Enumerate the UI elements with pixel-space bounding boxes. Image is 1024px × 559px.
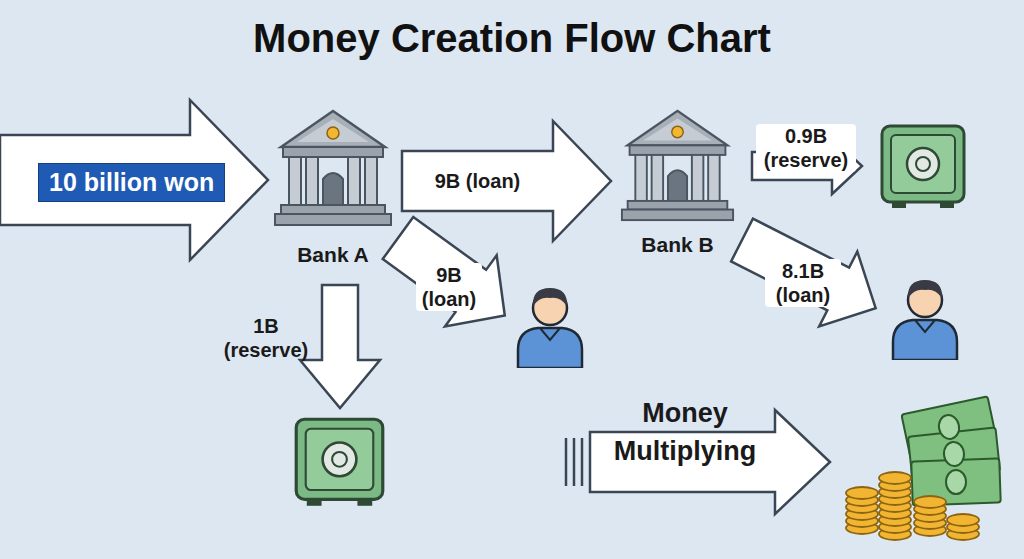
bank-node: Bank A (268, 105, 398, 267)
chart-title: Money Creation Flow Chart (0, 16, 1024, 61)
reserve-arrow (300, 285, 380, 408)
reserve-label: 0.9B (reserve) (756, 124, 856, 172)
money-pile (846, 396, 1001, 540)
bank-node: Bank B (615, 105, 740, 257)
safe-icon (882, 126, 964, 208)
bank-name: Bank B (641, 233, 713, 257)
coin (914, 496, 946, 508)
safe-icon (296, 419, 383, 506)
coin (879, 472, 911, 484)
loan-arrow (402, 121, 611, 241)
coin-stacks (846, 472, 979, 540)
person-icon (893, 280, 957, 360)
loan-arrow (372, 202, 531, 351)
bank-icon (275, 111, 391, 225)
multiplier-label: Money Multiplying (595, 394, 775, 470)
input-arrow (0, 100, 268, 260)
loan-arrow (723, 203, 895, 346)
bank-name: Bank A (297, 243, 369, 267)
person-icon (518, 288, 582, 368)
amount-box: 10 billion won (38, 163, 225, 202)
motion-lines (566, 438, 582, 486)
bank-notes (901, 396, 1000, 505)
loan-label: 9B (loan) (416, 263, 482, 311)
reserve-label: 1B (reserve) (220, 314, 312, 362)
coin (846, 487, 878, 499)
edge-label: 9B (loan) (435, 169, 521, 193)
coin (947, 514, 979, 526)
loan-label: 8.1B (loan) (765, 259, 841, 307)
bank-icon (622, 111, 733, 220)
amount-text: 10 billion won (49, 168, 214, 197)
